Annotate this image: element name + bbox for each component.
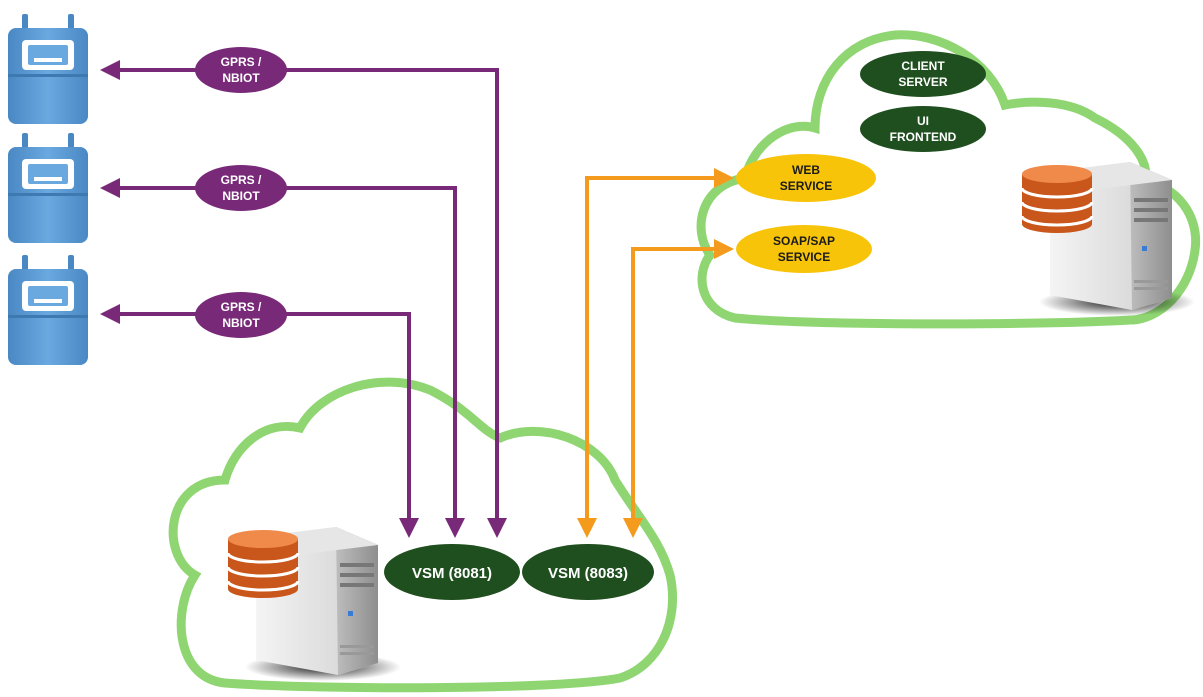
svg-text:SERVICE: SERVICE (778, 250, 830, 264)
gas-meter-icon (8, 133, 88, 243)
protocol-label: GPRS / NBIOT (195, 292, 287, 338)
web-service-node: WEB SERVICE (736, 154, 876, 202)
client-server-node: CLIENT SERVER (860, 51, 986, 97)
protocol-label: GPRS / NBIOT (195, 165, 287, 211)
link-vsm8083-soapservice (623, 239, 734, 538)
server-database-icon (1020, 160, 1197, 318)
svg-text:NBIOT: NBIOT (222, 316, 260, 330)
svg-text:WEB: WEB (792, 163, 820, 177)
vsm-8083-node: VSM (8083) (522, 544, 654, 600)
link-meter2-vsm8081 (100, 178, 465, 538)
svg-text:GPRS /: GPRS / (221, 300, 262, 314)
svg-text:SOAP/SAP: SOAP/SAP (773, 234, 835, 248)
soap-sap-service-node: SOAP/SAP SERVICE (736, 225, 872, 273)
svg-text:GPRS /: GPRS / (221, 173, 262, 187)
svg-text:SERVICE: SERVICE (780, 179, 832, 193)
gas-meter-icon (8, 14, 88, 124)
svg-text:NBIOT: NBIOT (222, 189, 260, 203)
svg-text:UI: UI (917, 114, 929, 128)
svg-text:CLIENT: CLIENT (901, 59, 945, 73)
svg-text:GPRS /: GPRS / (221, 55, 262, 69)
server-database-icon (226, 525, 403, 683)
ui-frontend-node: UI FRONTEND (860, 106, 986, 152)
svg-text:SERVER: SERVER (898, 75, 947, 89)
link-meter1-vsm8081 (100, 60, 507, 538)
vsm-8081-node: VSM (8081) (384, 544, 520, 600)
svg-text:VSM (8081): VSM (8081) (412, 565, 492, 582)
link-vsm8083-webservice (577, 168, 734, 538)
protocol-label: GPRS / NBIOT (195, 47, 287, 93)
svg-text:VSM (8083): VSM (8083) (548, 565, 628, 582)
svg-text:FRONTEND: FRONTEND (890, 130, 957, 144)
svg-text:NBIOT: NBIOT (222, 71, 260, 85)
gas-meter-icon (8, 255, 88, 365)
link-meter3-vsm8081 (100, 304, 419, 538)
